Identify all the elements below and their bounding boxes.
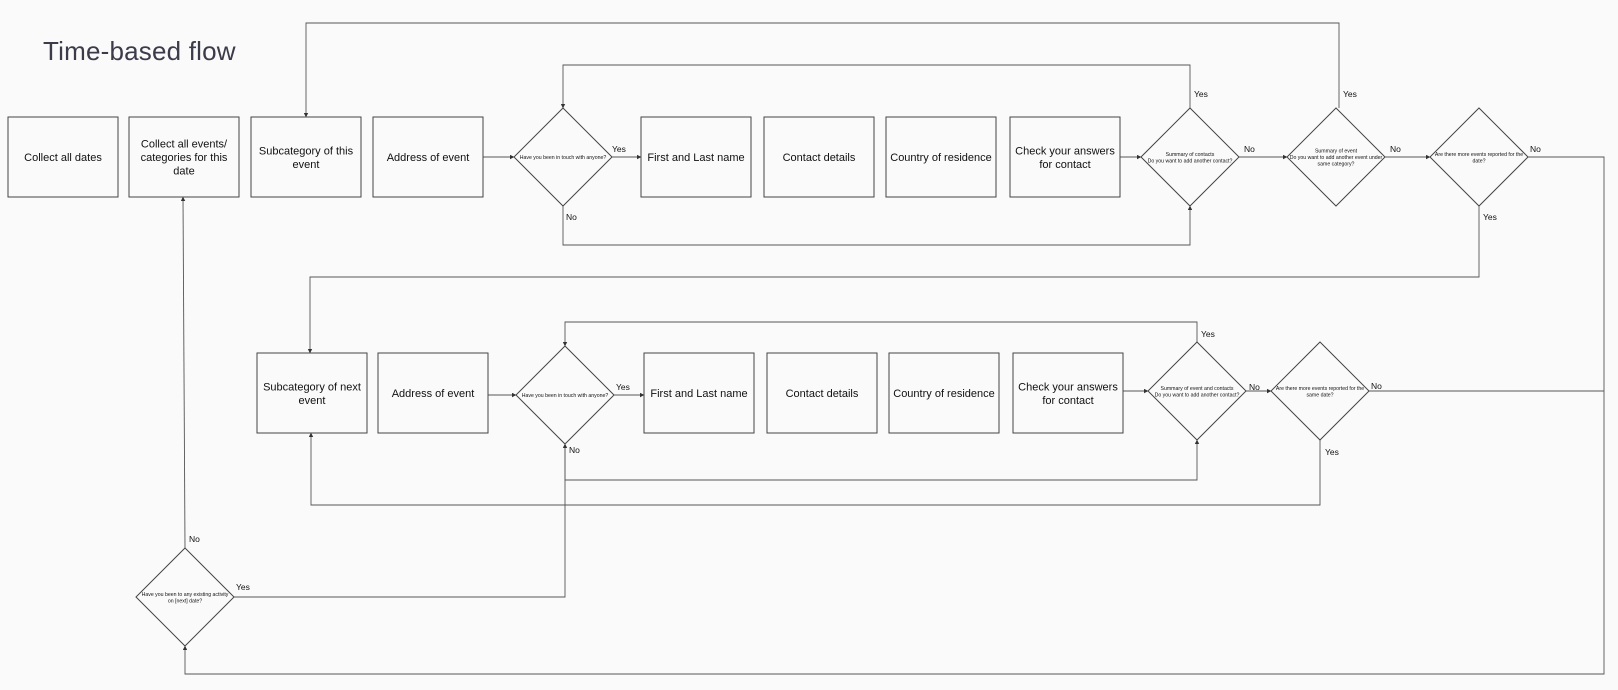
edge-label-yes: Yes bbox=[1201, 329, 1215, 339]
decision-label: Have you been to any existing activity bbox=[142, 592, 229, 598]
decision-label: Do you want to add another event under bbox=[1290, 155, 1383, 161]
box-label: Country of residence bbox=[893, 388, 995, 400]
process-box-subcat-next: Subcategory of next event bbox=[256, 352, 368, 434]
box-label: Check your answers bbox=[1018, 381, 1118, 393]
box-label: Collect all dates bbox=[24, 152, 102, 164]
connector bbox=[564, 439, 1200, 481]
edge-label-yes: Yes bbox=[1194, 89, 1208, 99]
process-box-contact-1: Contact details bbox=[763, 116, 875, 198]
edge-label-yes: Yes bbox=[1325, 447, 1339, 457]
box-label: Country of residence bbox=[890, 152, 992, 164]
process-box-collect-dates: Collect all dates bbox=[7, 116, 119, 198]
connector bbox=[234, 443, 568, 598]
edge-label-no: No bbox=[569, 445, 580, 455]
connector bbox=[303, 22, 1340, 118]
connector bbox=[562, 205, 1193, 246]
process-box-country-1: Country of residence bbox=[885, 116, 997, 198]
edge-label-yes: Yes bbox=[612, 144, 626, 154]
connector bbox=[307, 206, 1480, 354]
decision-label: Do you want to add another contact? bbox=[1155, 392, 1240, 398]
decision-label: Have you been in touch with anyone? bbox=[522, 393, 609, 399]
connector bbox=[180, 196, 186, 549]
decision-label: same category? bbox=[1318, 162, 1355, 168]
process-box-check-2: Check your answers for contact bbox=[1012, 352, 1124, 434]
page-title: Time-based flow bbox=[43, 36, 236, 66]
box-label: First and Last name bbox=[650, 388, 747, 400]
edge-label-no: No bbox=[1244, 144, 1255, 154]
decision-label: Summary of contacts bbox=[1166, 152, 1215, 158]
edge-label-no: No bbox=[1530, 144, 1541, 154]
box-label: for contact bbox=[1039, 159, 1090, 171]
edge-label-no: No bbox=[189, 534, 200, 544]
box-label: Subcategory of next bbox=[263, 381, 361, 393]
decision-label: Are there more events reported for the bbox=[1435, 152, 1523, 158]
process-box-first-last-1: First and Last name bbox=[640, 116, 752, 198]
box-label: Contact details bbox=[786, 388, 859, 400]
decision-label: Do you want to add another contact? bbox=[1148, 158, 1233, 164]
edge-label-yes: Yes bbox=[1343, 89, 1357, 99]
decision-touch-2: Have you been in touch with anyone? bbox=[515, 345, 615, 445]
box-label: event bbox=[299, 395, 326, 407]
decision-label: Have you been in touch with anyone? bbox=[520, 155, 607, 161]
decision-label: Are there more events reported for the bbox=[1276, 386, 1364, 392]
box-label: Check your answers bbox=[1015, 145, 1115, 157]
connector bbox=[182, 156, 1605, 675]
edge-label-no: No bbox=[1371, 381, 1382, 391]
process-box-contact-2: Contact details bbox=[766, 352, 878, 434]
process-box-country-2: Country of residence bbox=[888, 352, 1000, 434]
decision-label: on [next] date? bbox=[168, 598, 202, 604]
process-box-address-2: Address of event bbox=[377, 352, 489, 434]
box-label: Address of event bbox=[392, 388, 475, 400]
connector bbox=[308, 432, 1321, 506]
box-label: categories for this bbox=[141, 152, 228, 164]
connector bbox=[562, 321, 1198, 347]
decision-label: same date? bbox=[1306, 392, 1333, 398]
decision-label: date? bbox=[1473, 158, 1486, 164]
process-box-first-last-2: First and Last name bbox=[643, 352, 755, 434]
process-box-subcat-this: Subcategory of this event bbox=[250, 116, 362, 198]
process-box-address-1: Address of event bbox=[372, 116, 484, 198]
box-label: for contact bbox=[1042, 395, 1093, 407]
edge-label-no: No bbox=[566, 212, 577, 222]
decision-more-events-1: Are there more events reported for theda… bbox=[1429, 107, 1529, 207]
edge-label-no: No bbox=[1249, 382, 1260, 392]
process-box-check-1: Check your answers for contact bbox=[1009, 116, 1121, 198]
box-label: event bbox=[293, 159, 320, 171]
box-label: Contact details bbox=[783, 152, 856, 164]
process-box-collect-events: Collect all events/categories for this da… bbox=[128, 116, 240, 198]
box-label: Collect all events/ bbox=[141, 139, 228, 151]
edge-label-no: No bbox=[1390, 144, 1401, 154]
box-label: date bbox=[173, 166, 194, 178]
decision-existing-activity: Have you been to any existing activityon… bbox=[135, 547, 235, 647]
decision-touch-1: Have you been in touch with anyone? bbox=[513, 107, 613, 207]
box-label: First and Last name bbox=[647, 152, 744, 164]
decision-more-events-2: Are there more events reported for thesa… bbox=[1270, 341, 1370, 441]
box-label: Address of event bbox=[387, 152, 470, 164]
connector bbox=[560, 64, 1191, 109]
edge-label-yes: Yes bbox=[1483, 212, 1497, 222]
edge-label-yes: Yes bbox=[616, 382, 630, 392]
decision-label: Summary of event and contacts bbox=[1161, 386, 1234, 392]
edge-label-yes: Yes bbox=[236, 582, 250, 592]
box-label: Subcategory of this bbox=[259, 145, 354, 157]
decision-label: Summary of event bbox=[1315, 149, 1358, 155]
